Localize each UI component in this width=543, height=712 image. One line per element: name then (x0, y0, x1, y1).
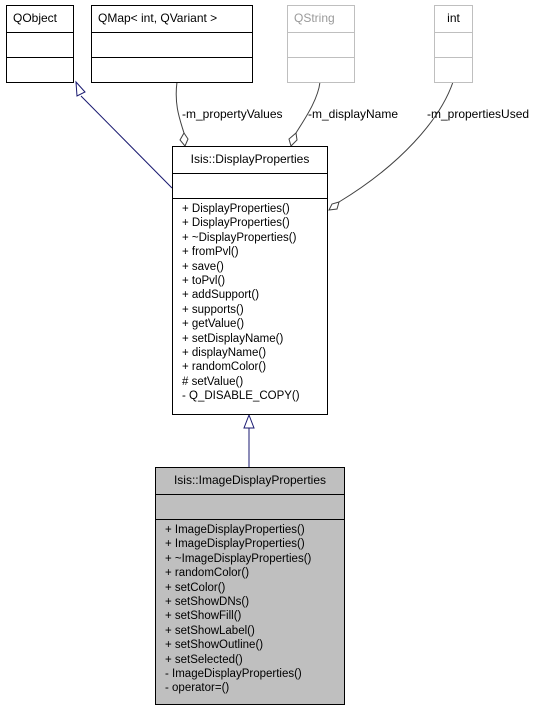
class-name-qmap: QMap< int, QVariant > (92, 6, 252, 33)
class-name-qstring: QString (288, 6, 354, 33)
method-item: + DisplayProperties() (182, 203, 290, 215)
method-item: + setShowFill() (165, 610, 242, 623)
method-item: + ~DisplayProperties() (182, 231, 297, 244)
inheritance-arrow-display-properties (243, 413, 255, 429)
method-item: + displayName() (182, 347, 267, 360)
class-box-qstring: QString (287, 5, 355, 83)
method-item: + randomColor() (165, 567, 250, 580)
method-item: + randomColor() (182, 361, 267, 374)
method-item: + setDisplayName() (182, 332, 284, 345)
method-item: - ImageDisplayProperties() (165, 668, 302, 681)
class-box-display-properties: Isis::DisplayProperties + DisplayPropert… (172, 146, 328, 415)
inheritance-line-qobject (80, 95, 173, 189)
method-item: + setShowDNs() (165, 596, 250, 609)
method-item: + save() (182, 260, 224, 273)
aggregation-line-int (338, 81, 454, 203)
relation-label-properties-used: -m_propertiesUsed (427, 107, 530, 121)
methods-section-display-properties: + DisplayProperties() + DisplayPropertie… (173, 199, 327, 407)
class-name-int: int (435, 6, 472, 33)
relation-label-property-values: -m_propertyValues (182, 107, 283, 121)
method-item: + addSupport() (182, 289, 260, 302)
attributes-section-qobject (7, 33, 73, 58)
methods-section-int (435, 58, 472, 82)
class-box-image-display-properties: Isis::ImageDisplayProperties + ImageDisp… (155, 467, 345, 705)
aggregation-diamond-int (328, 201, 340, 211)
attributes-section-qstring (288, 33, 354, 58)
aggregation-diamond-qstring (288, 132, 298, 147)
method-item: + setShowLabel() (165, 624, 255, 637)
relation-label-display-name: -m_displayName (308, 107, 399, 121)
method-item: + setShowOutline() (165, 639, 264, 652)
aggregation-line-qstring (295, 81, 321, 134)
method-item: + supports() (182, 303, 244, 316)
methods-section-image-display-properties: + ImageDisplayProperties() + ImageDispla… (156, 520, 344, 699)
class-box-int: int (434, 5, 473, 83)
class-name-image-display-properties: Isis::ImageDisplayProperties (156, 468, 344, 495)
method-item: + fromPvl() (182, 246, 239, 259)
inheritance-arrow-qobject (75, 80, 86, 97)
method-item: + getValue() (182, 318, 245, 331)
method-item: + ImageDisplayProperties() (165, 538, 305, 551)
class-name-display-properties: Isis::DisplayProperties (173, 147, 327, 174)
attributes-section-int (435, 33, 472, 58)
aggregation-line-qmap (175, 81, 185, 134)
class-box-qobject: QObject (6, 5, 74, 83)
methods-section-qobject (7, 58, 73, 82)
attributes-section-display-properties (173, 174, 327, 199)
attributes-section-qmap (92, 33, 252, 58)
class-box-qmap: QMap< int, QVariant > (91, 5, 253, 83)
method-item: - operator=() (165, 682, 230, 695)
method-item: + toPvl() (182, 275, 226, 288)
method-item: - Q_DISABLE_COPY() (182, 390, 300, 403)
method-item: + setColor() (165, 581, 226, 594)
methods-section-qmap (92, 58, 252, 82)
method-item: + ImageDisplayProperties() (165, 524, 305, 536)
method-item: + DisplayProperties() (182, 217, 290, 230)
attributes-section-image-display-properties (156, 495, 344, 520)
class-name-qobject: QObject (7, 6, 73, 33)
method-item: + ~ImageDisplayProperties() (165, 552, 312, 565)
method-item: # setValue() (182, 375, 244, 388)
methods-section-qstring (288, 58, 354, 82)
aggregation-diamond-qmap (179, 132, 189, 147)
method-item: + setSelected() (165, 653, 243, 666)
